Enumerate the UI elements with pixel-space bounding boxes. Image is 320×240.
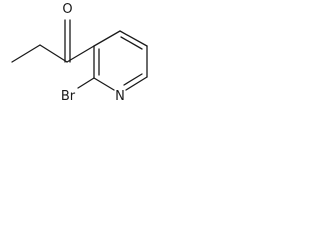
ring-bond-c4-c5-inner bbox=[120, 36, 143, 50]
ring-bond-n-c2 bbox=[93, 77, 115, 91]
chemical-structure-diagram: O Br N bbox=[11, 2, 148, 104]
ring-bond-c6-n-inner bbox=[123, 73, 143, 86]
ring-bond-c6-n bbox=[125, 76, 148, 91]
bond-methyl-ch2 bbox=[11, 44, 41, 63]
ring-bond-c4-c5 bbox=[119, 30, 148, 47]
oxygen-atom-label: O bbox=[62, 2, 72, 17]
bond-carbonyl-ring bbox=[66, 45, 95, 63]
ring-bond-c3-c4 bbox=[93, 30, 121, 47]
bond-ring-bromine bbox=[77, 77, 95, 89]
bromine-atom-label: Br bbox=[61, 89, 76, 104]
bond-ch2-carbonyl bbox=[39, 44, 68, 63]
nitrogen-atom-label: N bbox=[115, 89, 125, 104]
